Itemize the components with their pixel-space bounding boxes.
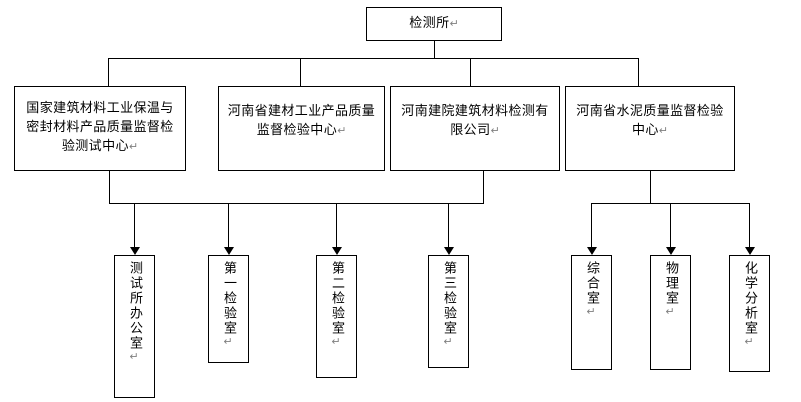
connector-root-trunk [434, 41, 435, 58]
connector-drop-l3-7 [749, 203, 750, 247]
pilcrow-mark: ↵ [337, 123, 347, 137]
connector-drop-l3-4 [448, 203, 449, 247]
node-l2-2[interactable]: 河南省建材工业产品质量监督检验中心↵ [218, 86, 385, 171]
node-root-label: 检测所↵ [409, 15, 459, 31]
node-l2-1[interactable]: 国家建筑材料工业保温与密封材料产品质量监督检验测试中心↵ [14, 86, 186, 171]
arrowhead-l3-4 [444, 247, 454, 255]
node-l2-2-label: 河南省建材工业产品质量监督检验中心↵ [227, 103, 376, 138]
connector-drop-l2-4 [638, 58, 639, 86]
arrowhead-l3-5 [587, 247, 597, 255]
node-l3-7-label: 化学分析室↵ [742, 261, 757, 348]
node-l3-2-label: 第一检验室↵ [221, 261, 236, 348]
connector-drop-l3-2 [228, 203, 229, 247]
node-l2-4[interactable]: 河南省水泥质量监督检验中心↵ [565, 86, 735, 171]
node-l2-1-label: 国家建筑材料工业保温与密封材料产品质量监督检验测试中心↵ [26, 101, 174, 154]
pilcrow-mark: ↵ [443, 335, 453, 348]
pilcrow-mark: ↵ [665, 305, 675, 318]
arrowhead-l3-2 [224, 247, 234, 255]
pilcrow-mark: ↵ [223, 335, 233, 348]
node-l3-3-label: 第二检验室↵ [329, 261, 344, 348]
connector-stem-right-group [650, 171, 651, 203]
pilcrow-mark: ↵ [128, 139, 139, 153]
node-l3-1[interactable]: 测试所办公室↵ [114, 255, 155, 398]
node-l3-5[interactable]: 综合室↵ [571, 255, 612, 370]
pilcrow-mark: ↵ [331, 335, 341, 348]
node-l2-4-label: 河南省水泥质量监督检验中心↵ [576, 103, 724, 138]
arrowhead-l3-7 [745, 247, 755, 255]
connector-riser-l3-4 [483, 171, 484, 204]
pilcrow-mark: ↵ [449, 16, 459, 30]
pilcrow-mark: ↵ [490, 123, 500, 137]
node-l2-3[interactable]: 河南建院建筑材料检测有限公司↵ [390, 86, 560, 171]
node-l3-4-label: 第三检验室↵ [441, 261, 456, 348]
connector-level3-bus-left [109, 203, 483, 204]
node-l3-2[interactable]: 第一检验室↵ [208, 255, 249, 363]
node-l3-4[interactable]: 第三检验室↵ [428, 255, 469, 368]
node-l3-1-label: 测试所办公室↵ [127, 261, 142, 363]
node-l3-5-label: 综合室↵ [584, 261, 599, 318]
node-l3-3[interactable]: 第二检验室↵ [316, 255, 357, 378]
pilcrow-mark: ↵ [586, 305, 596, 318]
connector-drop-l3-5 [591, 203, 592, 247]
node-l3-6-label: 物理室↵ [663, 261, 678, 318]
connector-drop-l2-1 [108, 58, 109, 86]
connector-drop-l3-3 [336, 203, 337, 247]
connector-drop-l2-2 [300, 58, 301, 86]
node-l2-3-label: 河南建院建筑材料检测有限公司↵ [401, 103, 549, 138]
connector-drop-l3-6 [670, 203, 671, 247]
connector-level2-bus [108, 58, 639, 59]
arrowhead-l3-1 [130, 247, 140, 255]
node-l3-7[interactable]: 化学分析室↵ [729, 255, 770, 372]
arrowhead-l3-3 [332, 247, 342, 255]
connector-drop-l3-1 [134, 203, 135, 247]
pilcrow-mark: ↵ [658, 123, 669, 137]
node-l3-6[interactable]: 物理室↵ [650, 255, 691, 370]
node-root[interactable]: 检测所↵ [366, 7, 502, 41]
pilcrow-mark: ↵ [744, 335, 754, 348]
connector-drop-l2-3 [470, 58, 471, 86]
pilcrow-mark: ↵ [129, 350, 139, 363]
connector-stem-left-group [109, 171, 110, 203]
arrowhead-l3-6 [666, 247, 676, 255]
